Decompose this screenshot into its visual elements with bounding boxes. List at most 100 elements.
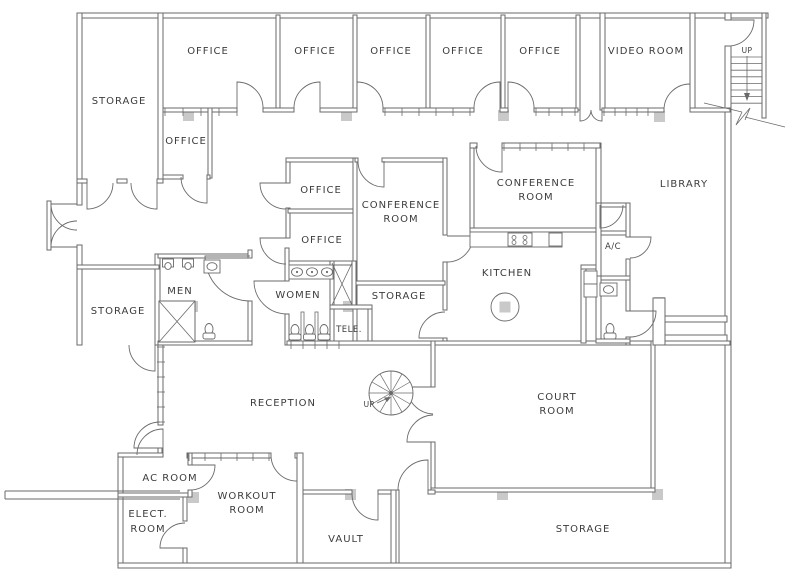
label-vault: VAULT	[328, 534, 364, 545]
door-swing-icon	[473, 81, 501, 109]
wall	[284, 313, 290, 346]
kitchen-sink-icon	[548, 232, 563, 247]
stove-icon	[507, 232, 533, 247]
label-storage-top-left: STORAGE	[92, 96, 147, 107]
sink-icon	[325, 270, 329, 274]
wall	[182, 496, 188, 522]
door-swing-icon	[189, 464, 216, 491]
door-swing-icon	[356, 81, 384, 109]
wall	[427, 489, 436, 495]
stall-partition	[314, 311, 319, 342]
wall	[599, 12, 606, 111]
threshold	[497, 489, 508, 500]
wall	[116, 178, 128, 184]
label-conference-1-line1: CONFERENCE	[362, 200, 440, 211]
fixtures-layer	[158, 231, 618, 343]
wall	[329, 304, 335, 344]
label-office-4: OFFICE	[442, 46, 484, 57]
wall	[761, 12, 767, 119]
wall	[351, 260, 357, 308]
label-conference-2-line1: CONFERENCE	[497, 178, 575, 189]
wall	[425, 14, 431, 111]
urinal-icon	[184, 262, 192, 270]
wall	[625, 202, 631, 238]
wall	[689, 12, 696, 111]
stove-icon	[511, 235, 517, 240]
label-workout-line2: ROOM	[229, 505, 264, 516]
wall	[302, 489, 353, 495]
room-labels: STORAGE OFFICE OFFICE OFFICE OFFICE OFFI…	[91, 46, 753, 545]
label-ac-closet: A/C	[605, 242, 621, 252]
threshold	[183, 110, 194, 121]
sink-icon	[295, 270, 299, 274]
label-women: WOMEN	[275, 290, 320, 301]
label-reception: RECEPTION	[250, 398, 316, 409]
door-swing-icon	[133, 421, 161, 449]
label-library: LIBRARY	[660, 179, 708, 190]
wall	[275, 14, 281, 111]
wall	[117, 492, 191, 498]
label-court-line1: COURT	[537, 392, 577, 403]
wall	[76, 12, 769, 19]
wall	[442, 261, 448, 311]
label-video-room: VIDEO ROOM	[608, 46, 684, 57]
wall	[499, 107, 509, 113]
label-office-mid-lower: OFFICE	[301, 235, 343, 246]
label-ac-room: AC ROOM	[142, 473, 197, 484]
label-men: MEN	[167, 286, 192, 297]
label-office-1: OFFICE	[187, 46, 229, 57]
door-swing-icon	[418, 311, 446, 339]
threshold	[498, 110, 509, 121]
label-office-small: OFFICE	[165, 136, 207, 147]
label-elect-line2: ROOM	[130, 524, 165, 535]
wall	[287, 208, 357, 214]
wall	[285, 157, 358, 163]
door-swing-icon	[629, 236, 652, 259]
wall	[157, 344, 164, 426]
label-stair-up: UP	[742, 46, 753, 55]
wall	[381, 157, 448, 163]
wall	[284, 247, 290, 282]
sink-icon	[603, 285, 614, 294]
wall	[575, 14, 581, 111]
door-swing-icon	[406, 414, 434, 443]
stairs-layer	[368, 56, 786, 416]
spiral-stair-icon	[379, 392, 392, 413]
spiral-stair-icon	[390, 392, 411, 405]
sink-icon	[310, 270, 314, 274]
refrigerator-icon	[583, 283, 598, 298]
door-swing-icon	[236, 81, 264, 109]
wall	[117, 452, 164, 458]
door-swing-icon	[579, 109, 592, 122]
wall	[76, 178, 88, 184]
toilet-icon	[603, 332, 617, 340]
label-office-5: OFFICE	[519, 46, 561, 57]
threshold	[654, 111, 665, 122]
wall	[430, 487, 656, 493]
wall	[286, 260, 333, 266]
spiral-stair-arrow	[384, 397, 391, 402]
wall	[430, 340, 436, 388]
wall	[430, 441, 436, 493]
door-swing-icon	[50, 220, 78, 248]
door-swing-icon	[446, 235, 474, 263]
door-swing-icon	[253, 280, 288, 315]
door-swing-icon	[128, 344, 156, 372]
wall	[162, 107, 238, 113]
door-swing-icon	[663, 83, 691, 111]
exterior-canopy	[4, 490, 180, 500]
label-court-line2: ROOM	[539, 406, 574, 417]
stair-direction-arrow	[744, 93, 750, 101]
door-swing-icon	[357, 160, 385, 188]
wall	[442, 157, 448, 236]
spiral-stair-icon	[389, 391, 393, 395]
wall	[724, 12, 732, 21]
refrigerator-icon	[583, 270, 598, 285]
wall	[664, 334, 728, 342]
round-table-icon	[499, 301, 511, 313]
label-storage-mid-left: STORAGE	[91, 306, 146, 317]
wall	[186, 452, 272, 459]
threshold	[341, 110, 352, 121]
label-spiral-up: UP	[364, 400, 375, 409]
